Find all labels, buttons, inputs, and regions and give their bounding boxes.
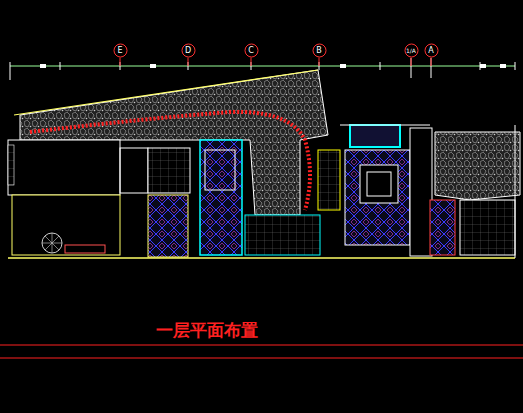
grid-label: D [185, 46, 191, 55]
grid-bubble: D [181, 43, 196, 58]
grid-leader [319, 58, 320, 67]
grid-leader [431, 58, 432, 67]
grid-bubble: B [312, 43, 327, 58]
grid-label: C [248, 46, 254, 55]
grid-bubble: E [113, 43, 128, 58]
grid-label: A [428, 46, 433, 55]
grid-label: 1/A [406, 47, 416, 54]
grid-bubble: 1/A [404, 43, 419, 58]
grid-leader [188, 58, 189, 67]
grid-leader [120, 58, 121, 67]
grid-leader [251, 58, 252, 67]
grid-label: E [117, 46, 122, 55]
grid-leader [411, 58, 412, 67]
grid-bubble: A [424, 43, 439, 58]
drawing-title: 一层平面布置 [156, 319, 258, 342]
grid-bubble: C [244, 43, 259, 58]
grid-label: B [316, 46, 322, 55]
